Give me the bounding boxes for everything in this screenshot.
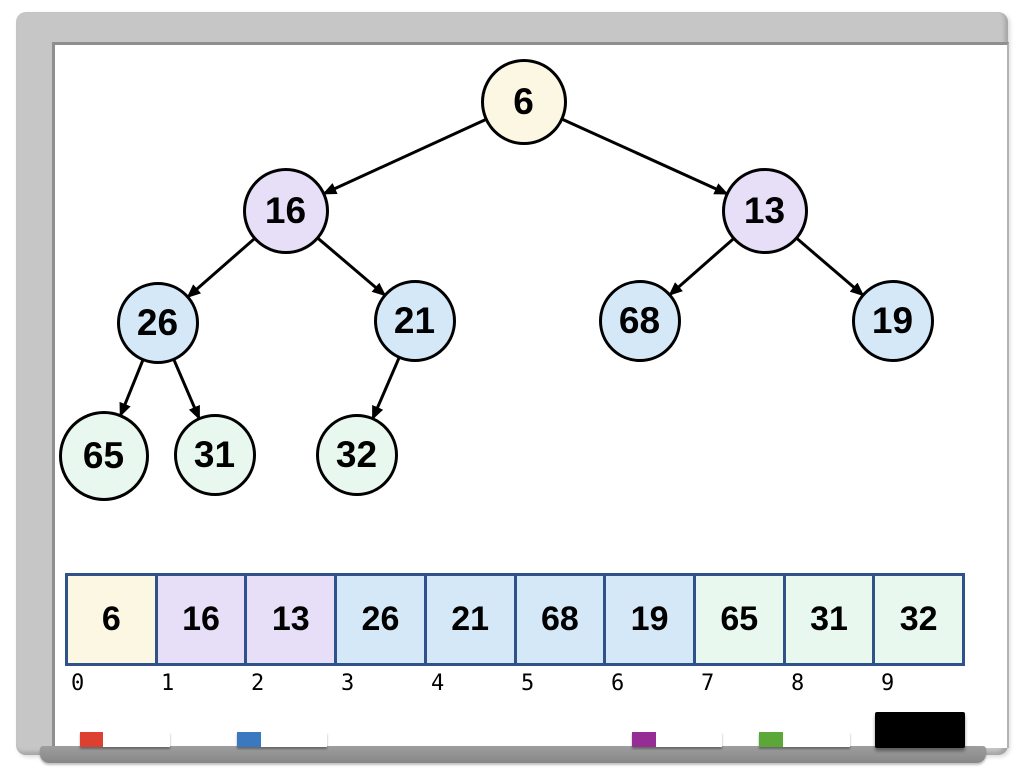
purple-marker-body [656,732,722,747]
tree-node-68: 68 [598,279,681,362]
array-cell-2: 13 [244,573,338,666]
tree-node-6: 6 [480,58,567,145]
array-cell-0: 6 [65,573,158,666]
array-index-7: 7 [701,671,715,696]
tree-node-32: 32 [315,413,398,496]
array-index-3: 3 [341,671,355,696]
tree-node-label: 6 [513,80,534,122]
array-index-8: 8 [791,671,805,696]
array-cell-3: 26 [334,573,427,666]
tree-node-label: 32 [335,433,378,475]
tree-node-19: 19 [851,279,934,362]
green-marker-cap [759,732,783,747]
tree-node-16: 16 [242,167,329,254]
array-cell-4: 21 [423,573,517,666]
red-marker-body [103,732,170,747]
tree-node-label: 31 [193,433,236,475]
green-marker[interactable] [759,732,850,747]
array-cell-7: 65 [692,573,786,666]
array-cell-value: 6 [101,600,121,638]
array-cell-9: 32 [872,573,966,666]
purple-marker[interactable] [632,732,722,747]
array-cell-value: 19 [630,600,669,638]
eraser[interactable] [875,712,965,748]
array-cell-value: 31 [810,600,848,638]
array-cell-value: 21 [451,600,490,638]
array-cell-value: 13 [271,600,310,638]
tree-node-label: 68 [618,299,661,341]
purple-marker-cap [632,732,656,747]
array-cell-value: 65 [720,600,759,638]
green-marker-body [783,732,850,747]
tree-node-65: 65 [58,410,149,501]
array-index-5: 5 [521,671,535,696]
blue-marker-cap [237,732,261,747]
array-cell-1: 16 [154,573,248,666]
tree-node-label: 13 [743,189,786,231]
array-index-2: 2 [251,671,265,696]
tree-node-label: 26 [136,301,179,343]
red-marker[interactable] [80,732,170,747]
array-cell-8: 31 [782,573,876,666]
array-index-0: 0 [71,671,85,696]
tree-node-31: 31 [173,413,256,496]
blue-marker-body [261,732,327,747]
tree-node-label: 16 [264,189,307,231]
array-index-9: 9 [881,671,895,696]
tree-node-label: 19 [871,299,914,341]
tree-node-26: 26 [116,281,199,364]
array-cell-value: 16 [182,600,220,638]
tree-node-21: 21 [373,279,456,362]
array-index-4: 4 [431,671,445,696]
array-cell-value: 26 [361,600,400,638]
red-marker-cap [80,732,103,747]
blue-marker[interactable] [237,732,327,747]
array-cell-value: 68 [540,600,579,638]
marker-tray [40,746,986,763]
array-index-1: 1 [161,671,175,696]
tree-node-label: 21 [393,299,436,341]
tree-node-label: 65 [82,434,125,476]
array-row: 6 16 13 26 21 68 19 65 31 32 [65,573,966,666]
array-cell-6: 19 [603,573,696,666]
array-index-6: 6 [611,671,625,696]
array-cell-value: 32 [899,600,938,638]
tree-node-13: 13 [721,167,808,254]
array-cell-5: 68 [513,573,607,666]
